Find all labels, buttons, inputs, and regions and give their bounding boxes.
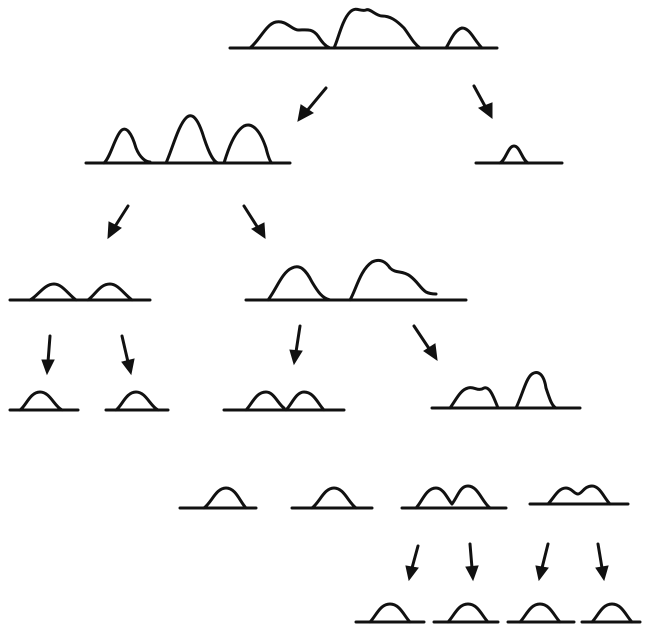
trace-right-1	[476, 146, 562, 163]
arrow-shaft	[470, 544, 472, 568]
arrow-shaft	[244, 206, 258, 228]
arrowhead-icon	[122, 359, 134, 374]
trace-leaf-b-peaks	[116, 392, 158, 410]
trace-root-peaks	[250, 9, 482, 48]
trace-row5-c	[402, 486, 506, 508]
arrowhead-icon	[290, 350, 302, 364]
trace-mid-3-peaks	[246, 392, 324, 410]
trace-bottom-c	[508, 604, 574, 622]
arrow-left-2a-to-leaf-a	[42, 336, 54, 374]
arrow-root-to-left-1	[298, 88, 326, 121]
arrow-left-1-to-left-2b	[244, 206, 265, 238]
trace-left-1	[86, 116, 290, 163]
trace-left-2b	[246, 260, 466, 300]
trace-leaf-b	[106, 392, 168, 410]
trace-row5-a	[180, 488, 256, 508]
arrowhead-icon	[108, 222, 121, 238]
arrow-left-1-to-left-2a	[108, 206, 128, 238]
arrowhead-icon	[466, 566, 478, 580]
trace-row5-b-peaks	[312, 488, 356, 508]
trace-bottom-d-peaks	[592, 604, 632, 622]
arrow-left-2b-to-mid-4	[414, 326, 437, 360]
trace-row5-d	[530, 486, 628, 504]
arrow-shaft	[542, 544, 548, 568]
arrow-row5-c-to-bottom-b	[466, 544, 478, 580]
trace-bottom-a-peaks	[370, 604, 410, 622]
trace-bottom-a	[356, 604, 424, 622]
trace-row5-c-peaks	[416, 486, 490, 508]
trace-left-1-peaks	[104, 116, 272, 163]
arrow-shaft	[598, 544, 602, 568]
trace-leaf-a	[10, 392, 78, 410]
arrow-shaft	[114, 206, 128, 228]
arrow-shaft	[414, 326, 430, 350]
trace-row5-b	[292, 488, 372, 508]
trace-row5-d-peaks	[548, 486, 610, 504]
arrowhead-icon	[42, 360, 54, 374]
arrowhead-icon	[252, 223, 265, 238]
arrow-shaft	[296, 326, 300, 352]
trace-bottom-c-peaks	[520, 604, 560, 622]
trace-right-1-peaks	[500, 146, 528, 163]
arrow-shaft	[48, 336, 50, 362]
trace-mid-4-peaks	[450, 373, 556, 408]
trace-mid-3	[224, 392, 344, 410]
arrow-left-2a-to-leaf-b	[122, 336, 134, 374]
trace-leaf-a-peaks	[20, 392, 62, 410]
arrow-root-to-right-1	[474, 86, 492, 118]
trace-left-2a-peaks	[30, 284, 132, 300]
arrow-row5-d-to-bottom-c	[536, 544, 548, 580]
arrow-row5-c-to-bottom-a	[406, 546, 418, 580]
trace-root	[230, 9, 497, 48]
arrow-shaft	[306, 88, 326, 112]
trace-bottom-b-peaks	[448, 604, 488, 622]
trace-left-2a	[10, 284, 150, 300]
arrowhead-icon	[479, 103, 492, 118]
arrow-shaft	[474, 86, 486, 108]
arrow-left-2b-to-mid-3	[290, 326, 302, 364]
arrowhead-icon	[596, 566, 608, 580]
arrow-shaft	[122, 336, 128, 362]
arrow-shaft	[412, 546, 418, 568]
trace-mid-4	[432, 373, 580, 408]
trace-row5-a-peaks	[204, 488, 246, 508]
arrowhead-icon	[406, 566, 418, 580]
arrowhead-icon	[536, 566, 548, 580]
arrow-row5-d-to-bottom-d	[596, 544, 608, 580]
trace-left-2b-peaks	[268, 260, 436, 300]
trace-bottom-b	[434, 604, 498, 622]
trace-bottom-d	[582, 604, 640, 622]
